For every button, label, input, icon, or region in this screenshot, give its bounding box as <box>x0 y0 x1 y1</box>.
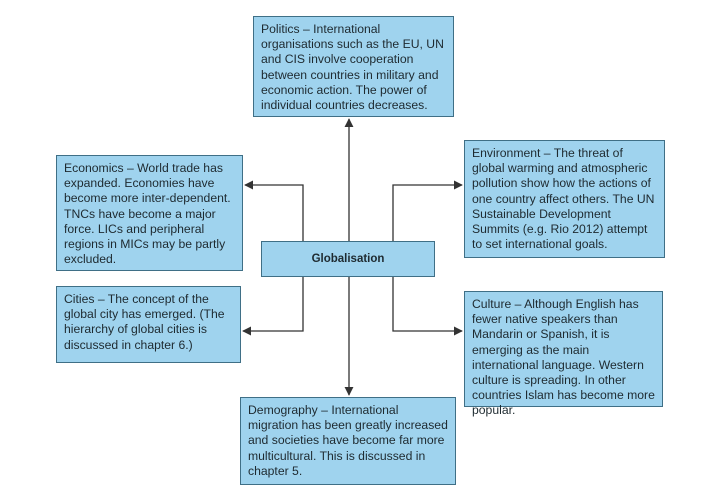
cities-box: Cities – The concept of the global city … <box>56 286 241 363</box>
globalisation-center-box: Globalisation <box>261 241 435 277</box>
arrow-to-culture <box>392 277 463 336</box>
arrow-to-economics <box>244 180 304 241</box>
arrow-to-environment <box>392 180 463 241</box>
politics-box: Politics – International organisations s… <box>253 16 454 117</box>
culture-box: Culture – Although English has fewer nat… <box>464 291 663 417</box>
arrow-to-cities <box>242 277 304 336</box>
economics-box: Economics – World trade has expanded. Ec… <box>56 155 243 271</box>
center-label: Globalisation <box>311 253 385 265</box>
demography-box: Demography – International migration has… <box>240 397 456 485</box>
environment-box: Environment – The threat of global warmi… <box>464 140 665 258</box>
